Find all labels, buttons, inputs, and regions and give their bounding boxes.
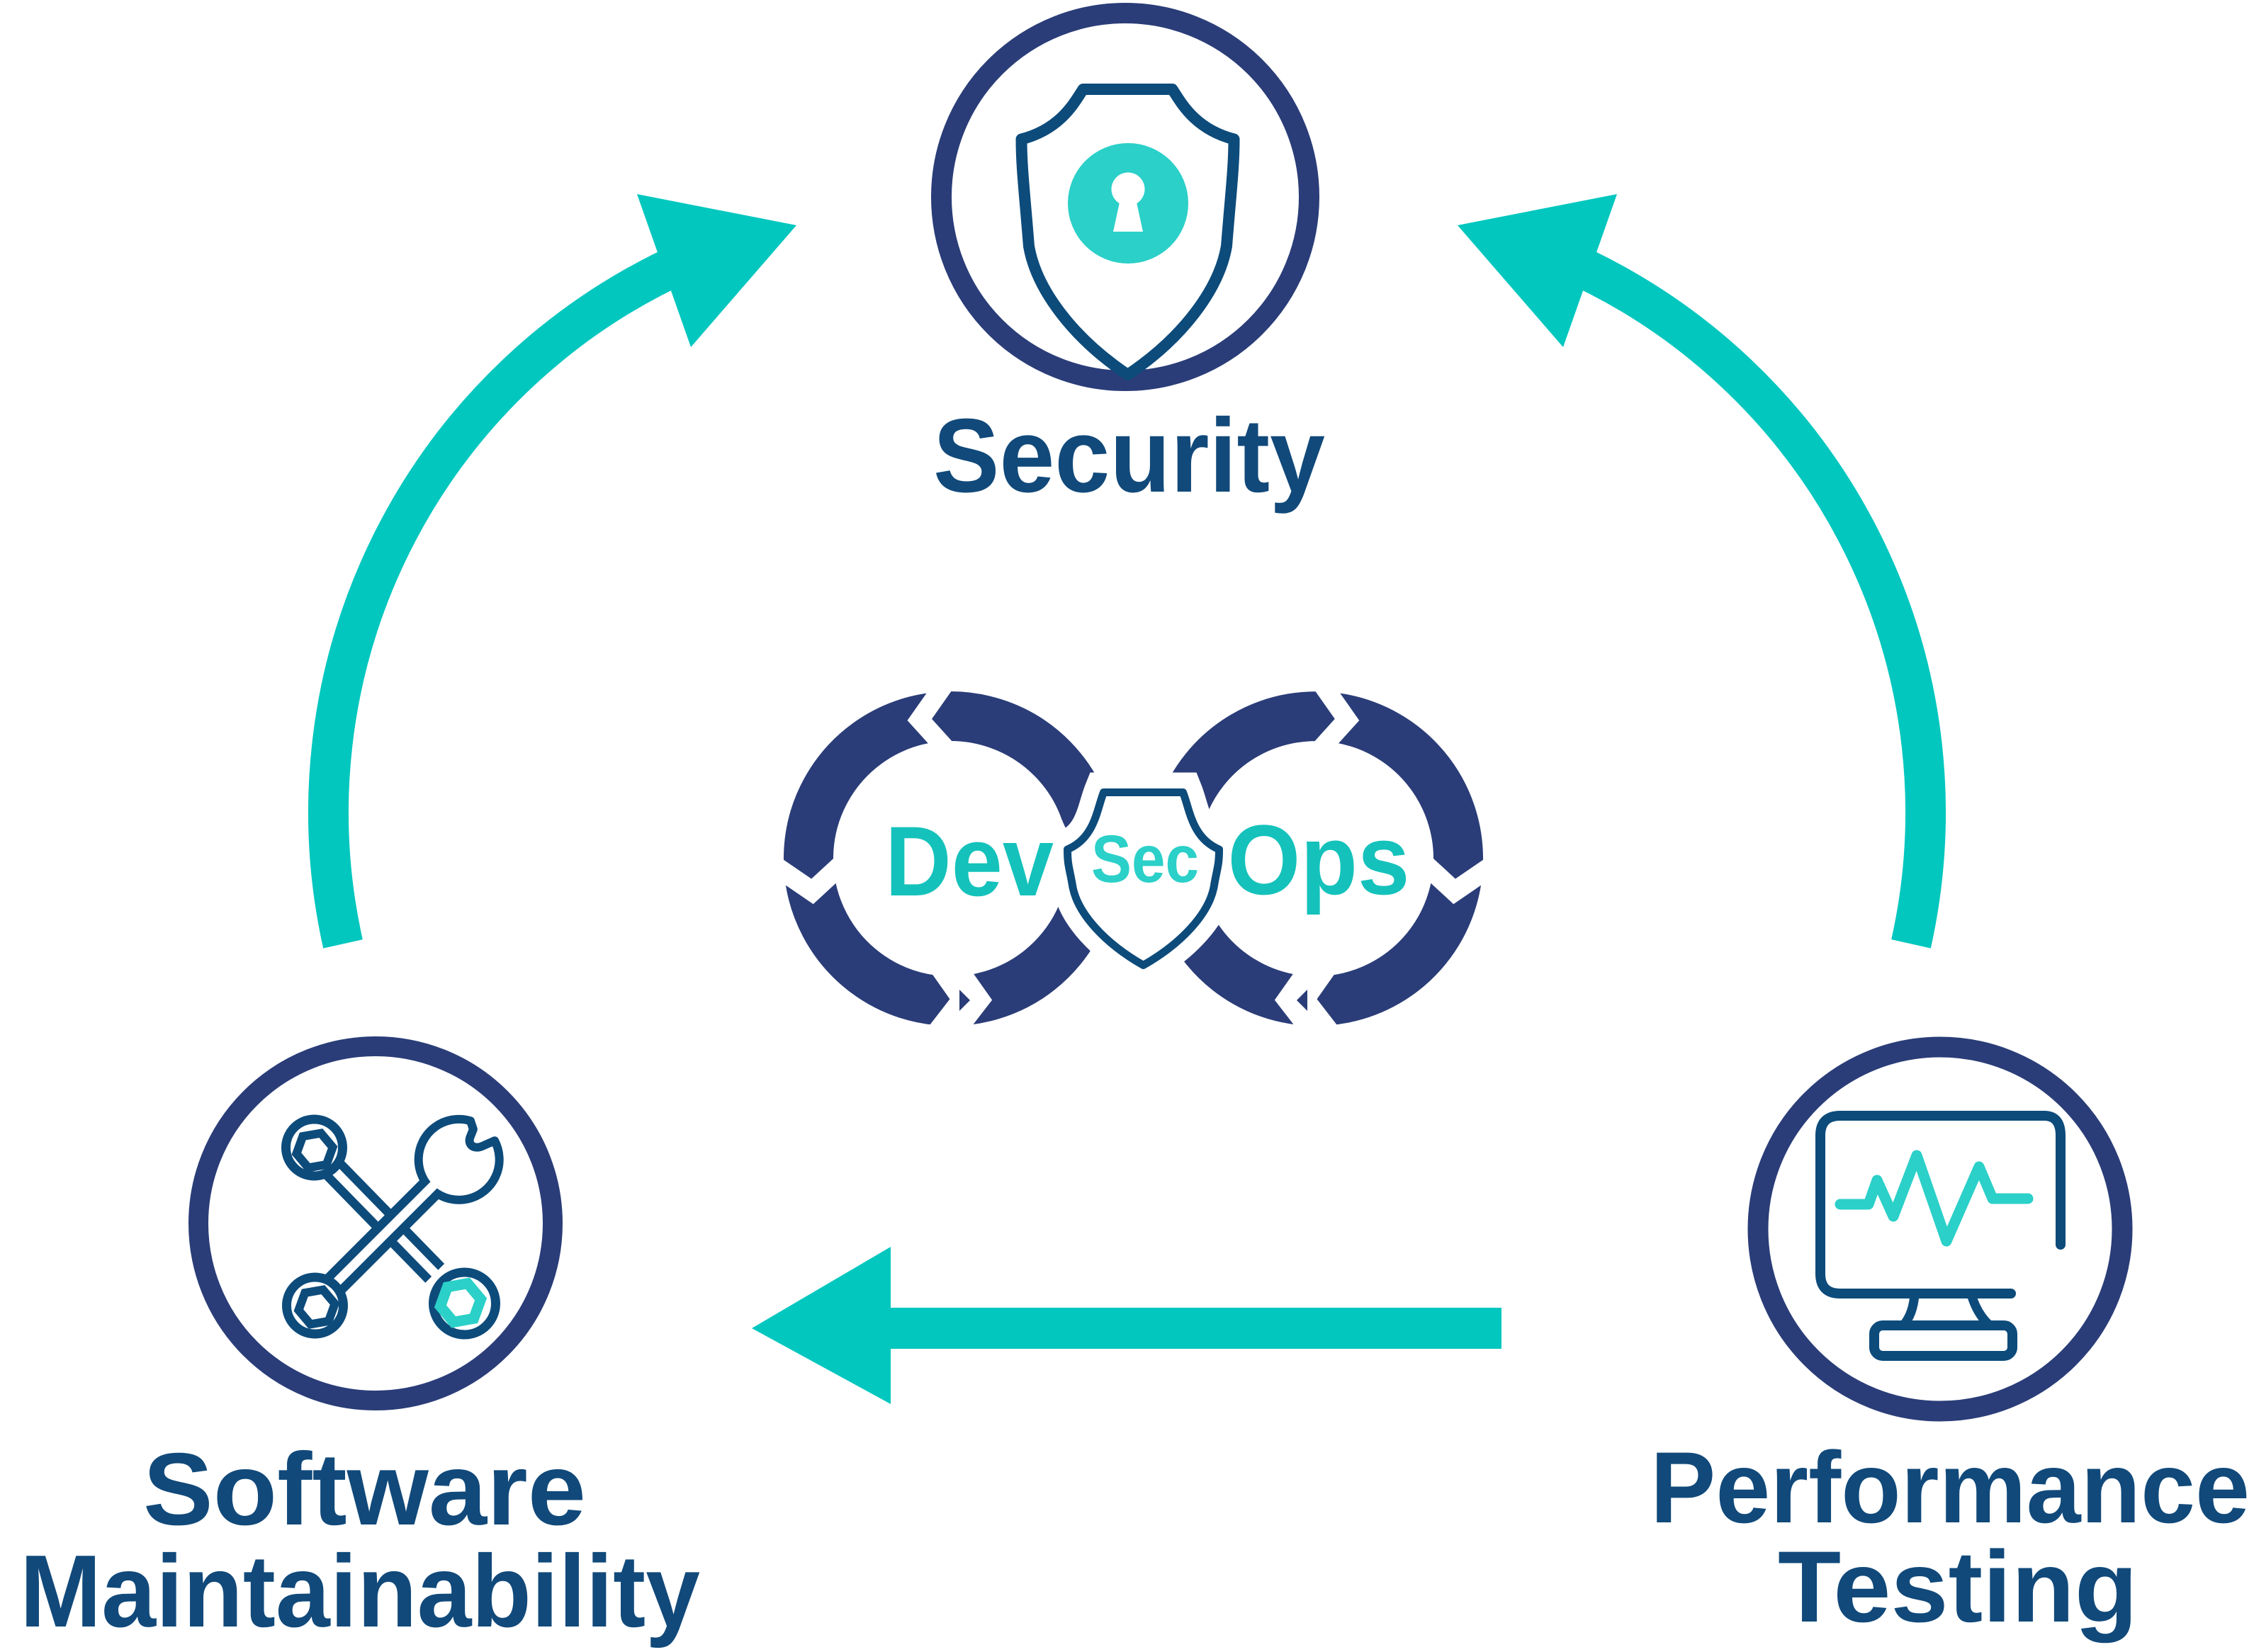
svg-text:Security: Security — [933, 397, 1325, 514]
svg-text:Sec: Sec — [1091, 822, 1199, 897]
svg-text:Software: Software — [143, 1432, 586, 1546]
svg-text:Performance: Performance — [1650, 1432, 2250, 1544]
svg-text:Dev: Dev — [885, 805, 1054, 917]
svg-text:Ops: Ops — [1228, 804, 1410, 915]
svg-text:Maintainability: Maintainability — [20, 1534, 700, 1648]
svg-text:Testing: Testing — [1778, 1531, 2138, 1643]
